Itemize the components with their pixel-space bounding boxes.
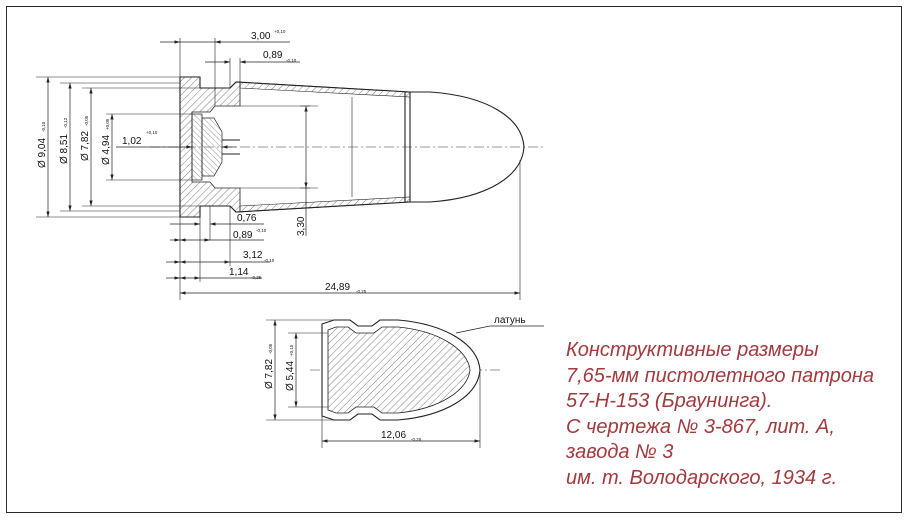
material-label: латунь [494, 315, 526, 326]
dim-9-04-tol: -0,10 [41, 121, 46, 132]
cartridge-view: 3,00 +0,10 0,89 -0,10 Ø 9,04 -0,10 Ø 8,5… [36, 29, 545, 300]
bullet-core [327, 326, 471, 414]
dim-3-12-tol: -0,10 [264, 258, 275, 263]
dim-8-51-tol: -0,12 [63, 117, 68, 128]
dim-1-14-tol: -0,25 [251, 275, 262, 280]
dim-bullet-7-82: Ø 7,82 [264, 359, 275, 389]
dim-bullet-12-06-tol: -0,25 [411, 437, 422, 442]
dim-0-89-top-tol: -0,10 [286, 58, 297, 63]
dim-3-30: 3,30 [296, 216, 307, 236]
case-wall-lower [239, 196, 411, 213]
dim-1-02: 1,02 [122, 136, 142, 147]
dim-1-02-tol: +0,10 [146, 130, 158, 135]
cartridge-bullet [404, 91, 525, 203]
dim-1-14: 1,14 [229, 267, 249, 278]
bullet-view: Ø 7,82 -0,05 Ø 5,44 +0,15 12,06 -0,25 ла… [264, 315, 544, 448]
dim-3-00: 3,00 [251, 31, 271, 42]
dim-bullet-5-44: Ø 5,44 [285, 361, 296, 391]
dim-4-94-tol: +0,05 [105, 118, 110, 130]
dim-3-12: 3,12 [243, 250, 263, 261]
drawing-frame [6, 6, 902, 513]
caption-line-2: 7,65-мм пистолетного патрона [566, 364, 875, 387]
dim-0-76: 0,76 [237, 213, 257, 224]
caption-line-1: Конструктивные размеры [566, 339, 819, 361]
dim-24-89-tol: -0,25 [356, 289, 367, 294]
dim-0-89-top: 0,89 [263, 50, 283, 61]
caption-line-5: завода № 3 [566, 441, 674, 463]
dim-4-94: Ø 4,94 [101, 135, 112, 165]
drawing-caption: Конструктивные размеры 7,65-мм пистолетн… [566, 338, 902, 491]
caption-line-3: 57-Н-153 (Браунинга). [566, 390, 773, 412]
dim-0-89-bottom: 0,89 [233, 230, 253, 241]
dim-3-00-tol: +0,10 [274, 29, 286, 34]
dim-bullet-12-06: 12,06 [381, 430, 406, 441]
dim-24-89: 24,89 [325, 282, 350, 293]
dim-8-51: Ø 8,51 [59, 134, 70, 164]
dim-9-04: Ø 9,04 [37, 138, 48, 168]
primer-anvil [201, 117, 223, 177]
primer-cup [191, 113, 203, 181]
caption-line-6: им. т. Володарского, 1934 г. [566, 466, 838, 489]
dim-0-89-bottom-tol: -0,10 [256, 228, 267, 233]
dim-bullet-5-44-tol: +0,15 [289, 344, 294, 356]
case-wall-upper [239, 81, 411, 98]
dim-7-82-tol: -0,05 [84, 115, 89, 126]
dim-7-82: Ø 7,82 [80, 131, 91, 161]
caption-line-4: С чертежа № 3-867, лит. А, [566, 415, 835, 438]
dim-bullet-7-82-tol: -0,05 [268, 343, 273, 354]
